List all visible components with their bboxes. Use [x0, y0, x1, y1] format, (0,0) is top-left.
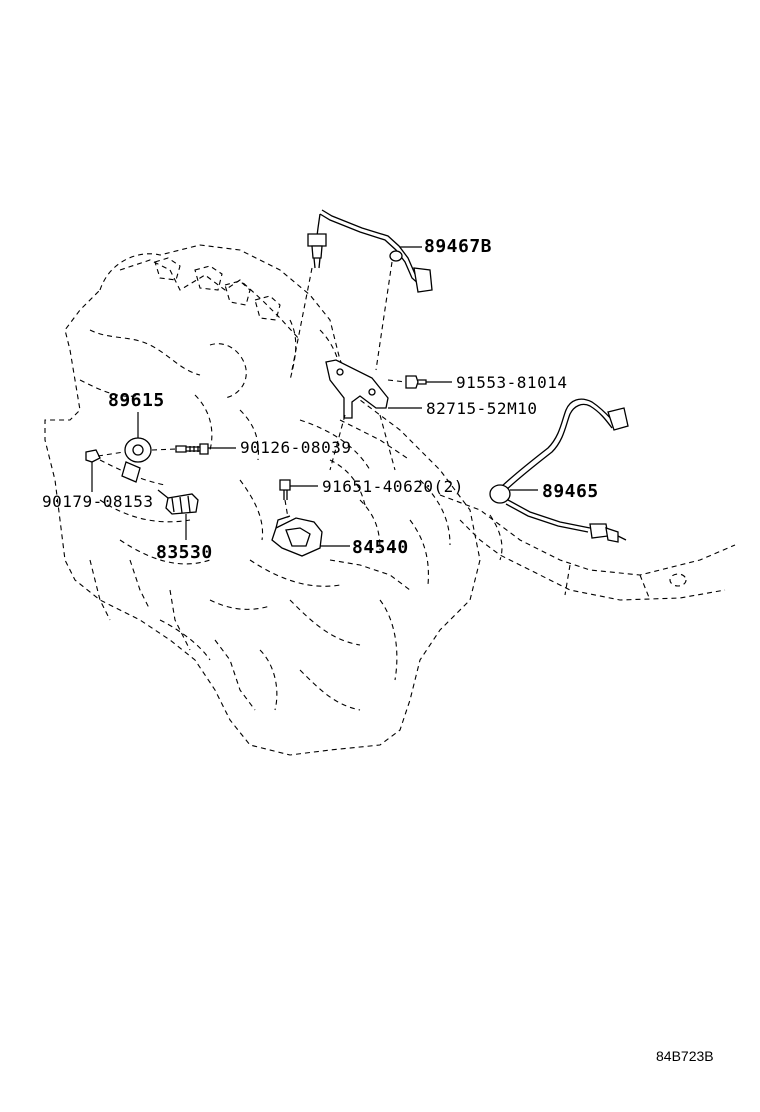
part-number-83530[interactable]: 83530: [156, 542, 213, 563]
part-number-82715-52m10[interactable]: 82715-52M10: [426, 399, 538, 418]
dash-91553: [387, 379, 407, 383]
part-number-90179-08153[interactable]: 90179-08153: [42, 492, 154, 511]
bracket-82715-drawing: [325, 359, 427, 419]
part-number-84540[interactable]: 84540: [352, 537, 409, 558]
oil-pressure-switch-83530-drawing: [157, 489, 199, 515]
illustration-id: 84B723B: [656, 1048, 714, 1064]
dash-91651: [284, 499, 289, 519]
part-number-91553-81014[interactable]: 91553-81014: [456, 373, 568, 392]
dash-bracket: [329, 414, 346, 471]
leader-lines: [91, 246, 538, 547]
oxygen-sensor-89467b-drawing: [307, 209, 433, 293]
dash-90126: [151, 448, 177, 451]
dash-bracket-2: [379, 414, 396, 471]
dash-89467b-harness: [375, 261, 393, 371]
engine-outline: [44, 244, 481, 756]
dash-89467b-sensor: [291, 267, 313, 371]
part-number-89615[interactable]: 89615: [108, 390, 165, 411]
switch-84540-drawing: [271, 479, 323, 557]
part-number-89465[interactable]: 89465: [542, 481, 599, 502]
oxygen-sensor-89465-drawing: [489, 398, 629, 543]
dash-90179: [97, 451, 125, 457]
part-number-91651-40620[interactable]: 91651-40620(2): [322, 477, 464, 496]
part-number-89467b[interactable]: 89467B: [424, 236, 493, 257]
exhaust-outline: [439, 494, 736, 601]
knock-sensor-89615-drawing: [85, 437, 209, 483]
part-number-90126-08039[interactable]: 90126-08039: [240, 438, 352, 457]
